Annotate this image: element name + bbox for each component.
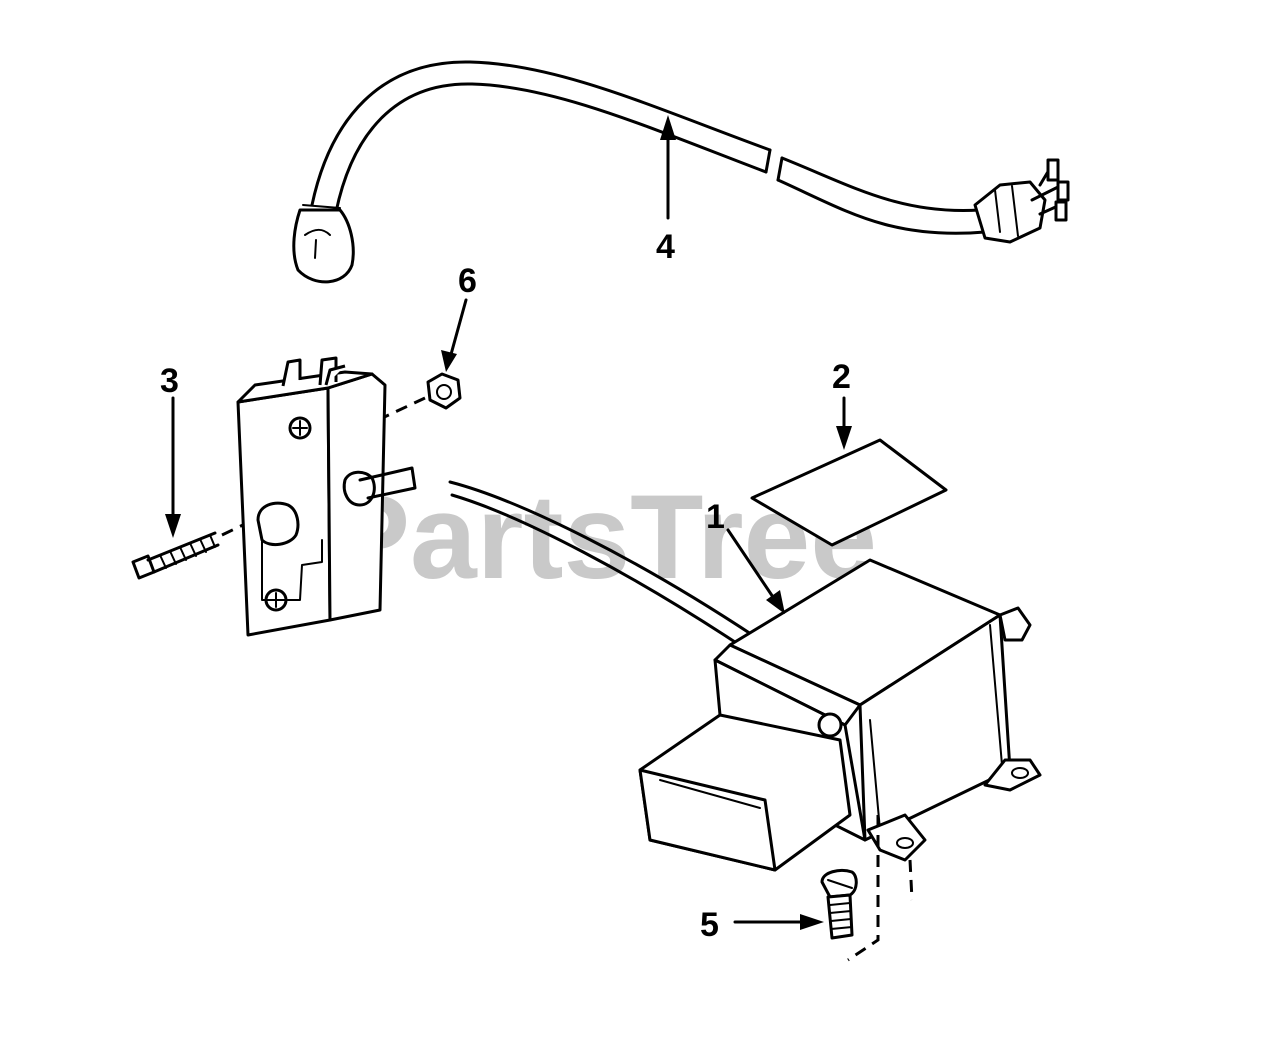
power-cord bbox=[292, 60, 1070, 284]
starter-motor bbox=[448, 480, 1042, 962]
mounting-bolt bbox=[820, 868, 858, 940]
hex-nut bbox=[377, 372, 462, 422]
callout-6: 6 bbox=[458, 262, 477, 300]
callout-1: 1 bbox=[706, 498, 725, 536]
callout-4: 4 bbox=[656, 228, 675, 266]
callout-2: 2 bbox=[832, 358, 851, 396]
callout-3: 3 bbox=[160, 362, 179, 400]
starter-switch bbox=[236, 356, 417, 637]
callout-5: 5 bbox=[700, 906, 719, 944]
decal bbox=[750, 438, 948, 547]
mounting-screw bbox=[131, 522, 246, 580]
leader-arrows bbox=[165, 115, 852, 930]
